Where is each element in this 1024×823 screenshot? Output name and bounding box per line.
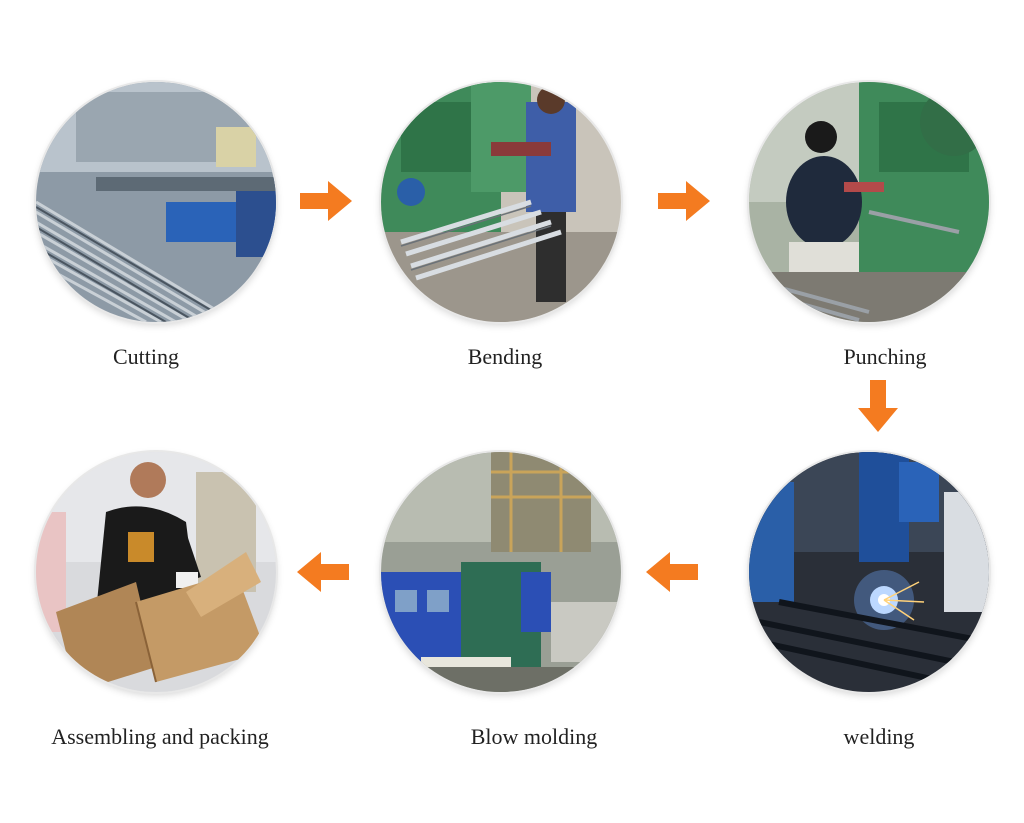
punching-photo	[749, 82, 989, 322]
cutting-photo	[36, 82, 276, 322]
assembling-photo	[36, 452, 276, 692]
arrow-left-icon	[646, 552, 698, 592]
bending-photo	[381, 82, 621, 322]
arrow-right-icon	[300, 181, 352, 221]
arrow-right-icon	[658, 181, 710, 221]
step-label-welding: welding	[843, 724, 915, 749]
step-label-assembling: Assembling and packing	[51, 724, 269, 749]
welding-photo	[749, 452, 989, 692]
arrow-down-icon	[858, 380, 898, 432]
step-label-punching: Punching	[843, 344, 927, 369]
arrow-left-icon	[297, 552, 349, 592]
step-label-cutting: Cutting	[112, 344, 180, 369]
step-label-bending: Bending	[467, 344, 543, 369]
blow-molding-photo	[381, 452, 621, 692]
step-label-blow-molding: Blow molding	[470, 724, 598, 749]
